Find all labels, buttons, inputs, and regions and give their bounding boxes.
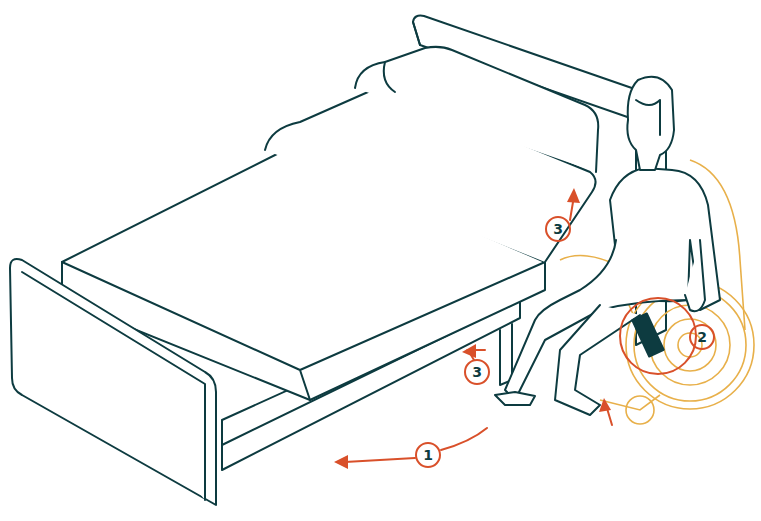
person xyxy=(495,77,720,415)
callout-number: 1 xyxy=(418,447,438,463)
callout-number: 2 xyxy=(692,329,712,345)
arrowheads xyxy=(334,188,611,469)
pillow xyxy=(355,47,598,172)
callout-number: 3 xyxy=(548,221,568,237)
footboard xyxy=(10,259,216,505)
callout-graphics xyxy=(345,196,714,467)
callout-number: 3 xyxy=(467,364,487,380)
